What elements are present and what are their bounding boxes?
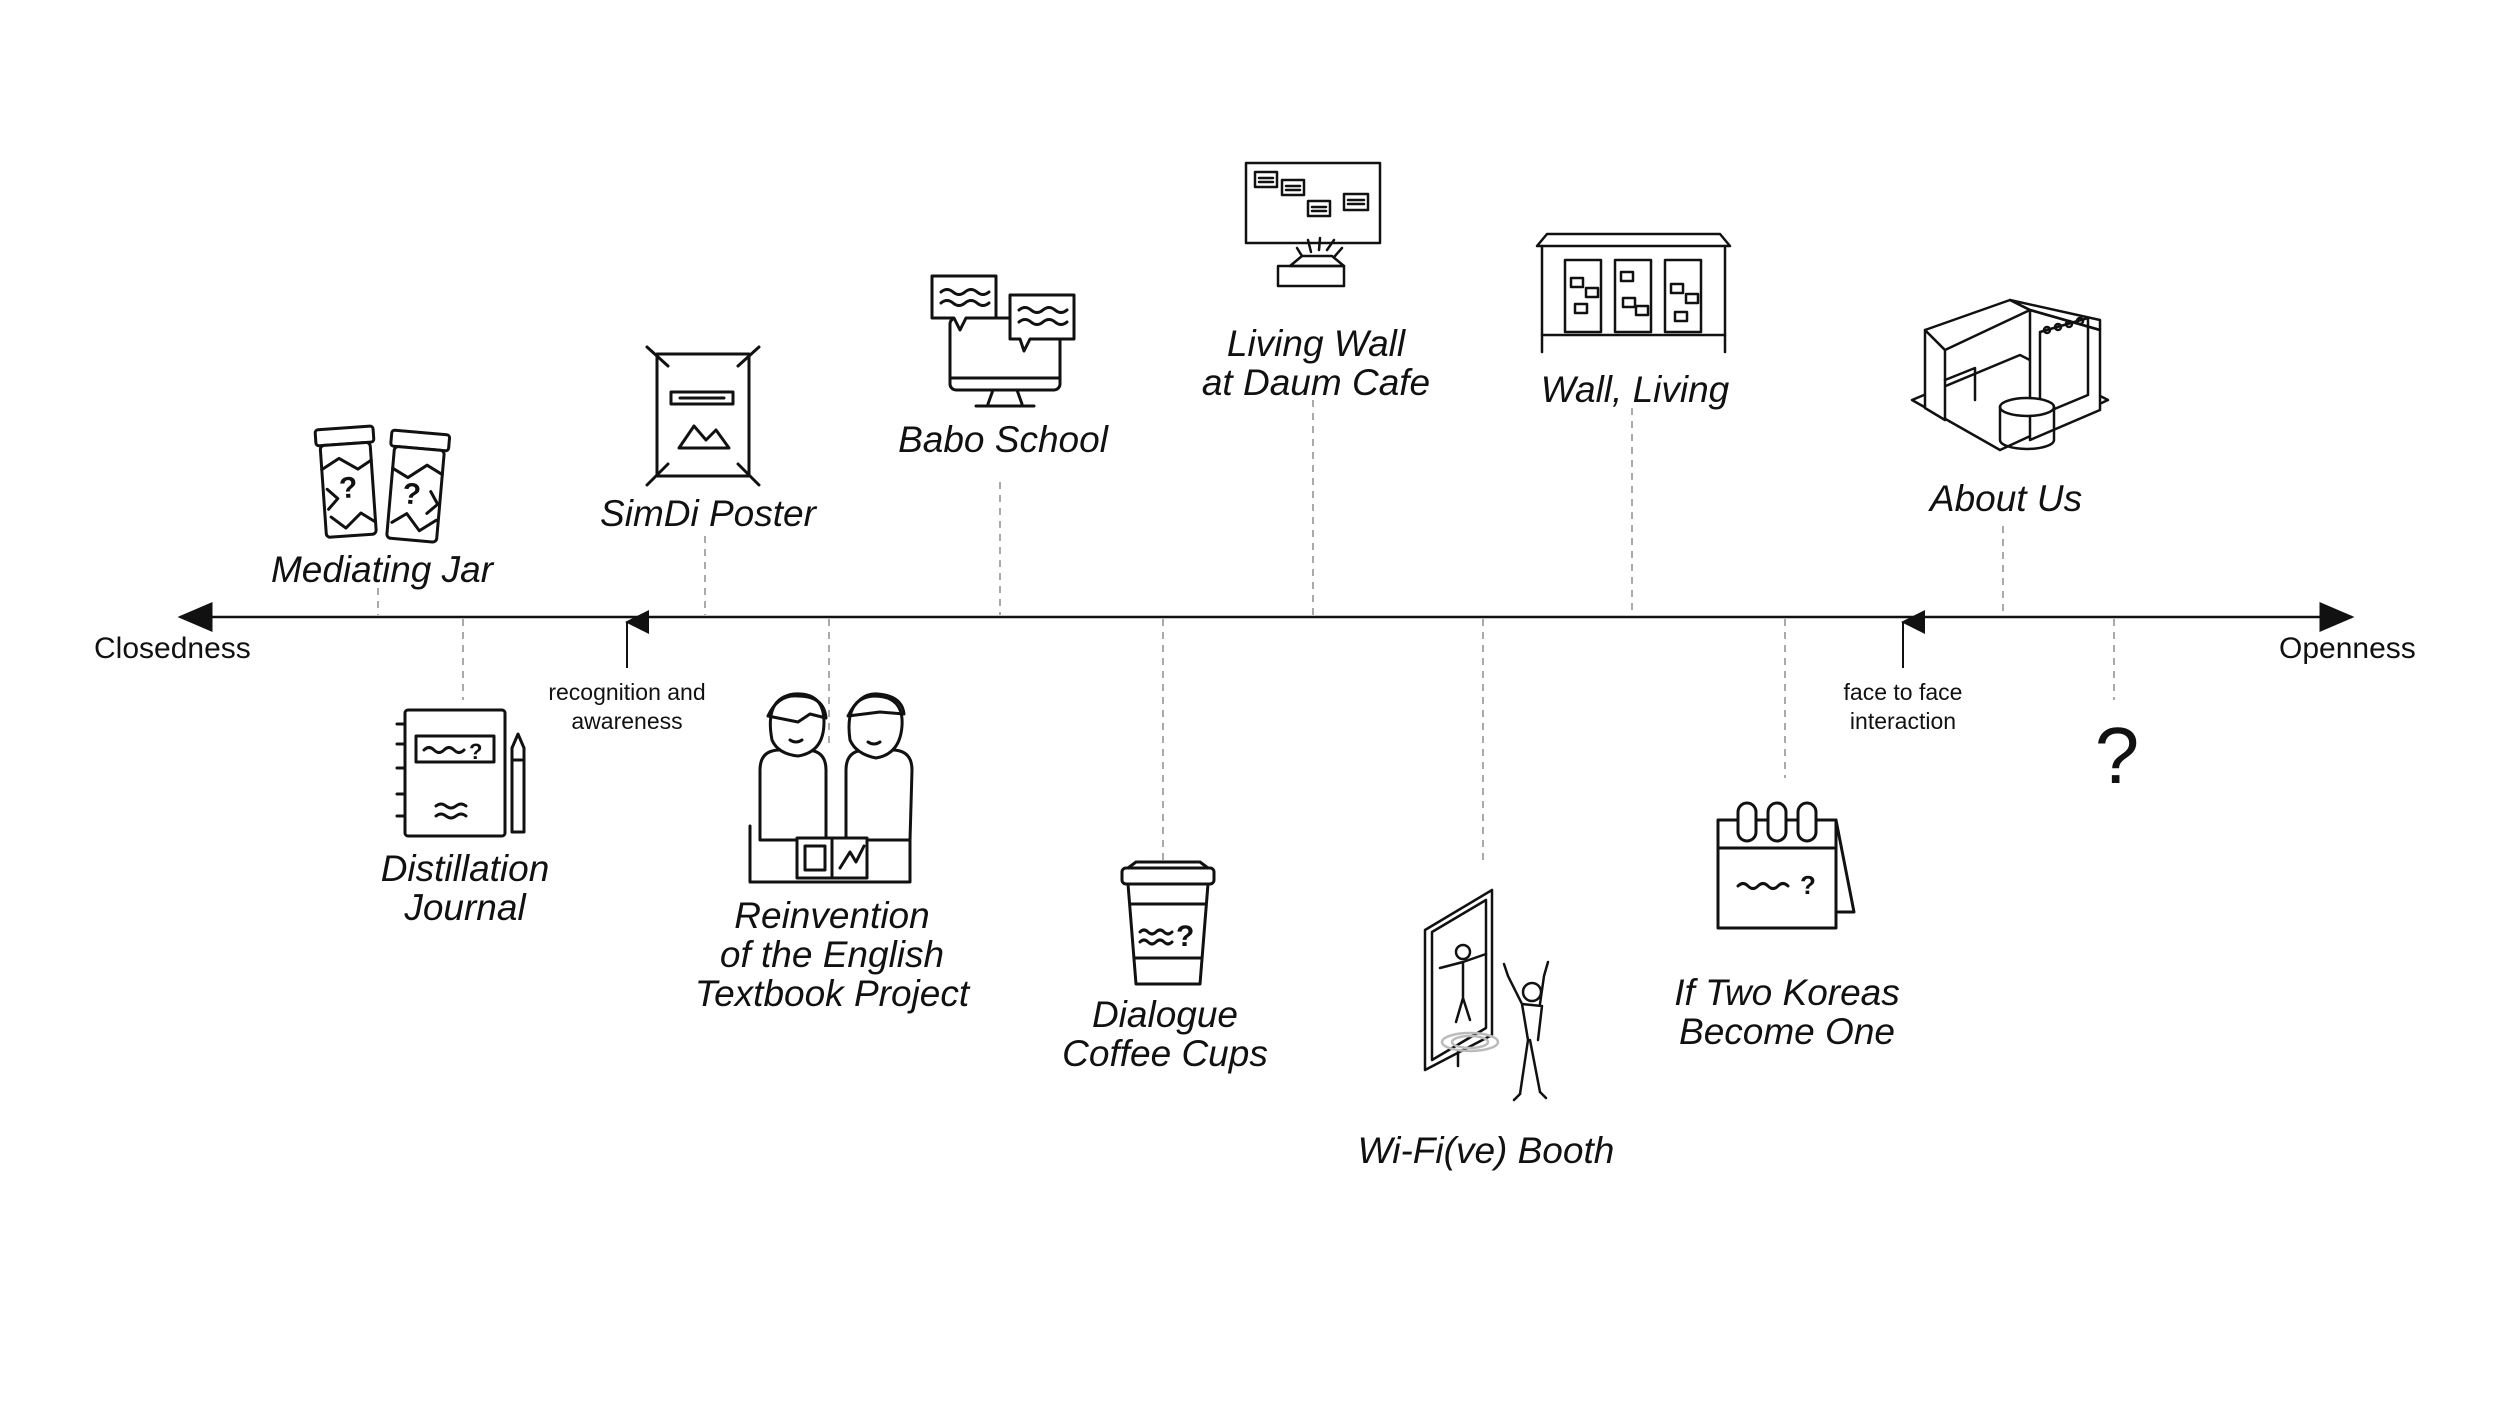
wall-living-icon (1535, 232, 1732, 354)
coffee-cup-icon: ? (1120, 860, 1216, 986)
recognition-awareness-note: recognition and awareness (548, 679, 706, 734)
babo-school-icon (930, 274, 1076, 408)
svg-text:?: ? (469, 739, 482, 764)
wifi-booth-label: Wi-Fi(ve) Booth (1357, 1130, 1615, 1171)
mediating-jar-label: Mediating Jar (270, 549, 494, 590)
svg-text:?: ? (1176, 920, 1194, 953)
openness-label: Openness (2279, 632, 2416, 665)
about-us-icon (1910, 298, 2110, 452)
lower-connectors (462, 619, 2115, 865)
living-wall-label: Living Wall at Daum Cafe (1201, 323, 1431, 403)
about-us-label: About Us (1929, 478, 2083, 519)
unknown-question-mark: ? (2094, 711, 2140, 800)
wifi-booth-icon (1423, 888, 1550, 1102)
simdi-poster-icon (645, 345, 761, 487)
calendar-icon: ? (1716, 801, 1856, 930)
coffee-cups-label: Dialogue Coffee Cups (1062, 994, 1268, 1074)
svg-text:?: ? (401, 477, 422, 511)
mediating-jar-icon: ? ? (313, 424, 452, 544)
closedness-label: Closedness (94, 632, 251, 665)
simdi-poster-label: SimDi Poster (600, 493, 816, 534)
svg-text:?: ? (338, 471, 359, 505)
face-to-face-note: face to face interaction (1843, 679, 1963, 734)
reinvention-textbook-label: Reinvention of the English Textbook Proj… (694, 895, 970, 1014)
distillation-journal-icon: ? (395, 708, 526, 838)
distillation-journal-label: Distillation Journal (380, 848, 550, 928)
upper-connectors (377, 400, 2004, 615)
svg-text:?: ? (1800, 870, 1816, 900)
wall-living-label: Wall, Living (1540, 369, 1730, 410)
babo-school-label: Babo School (898, 419, 1108, 460)
reinvention-textbook-icon (748, 692, 914, 884)
two-koreas-label: If Two Koreas Become One (1674, 972, 1900, 1052)
living-wall-icon (1244, 161, 1382, 288)
